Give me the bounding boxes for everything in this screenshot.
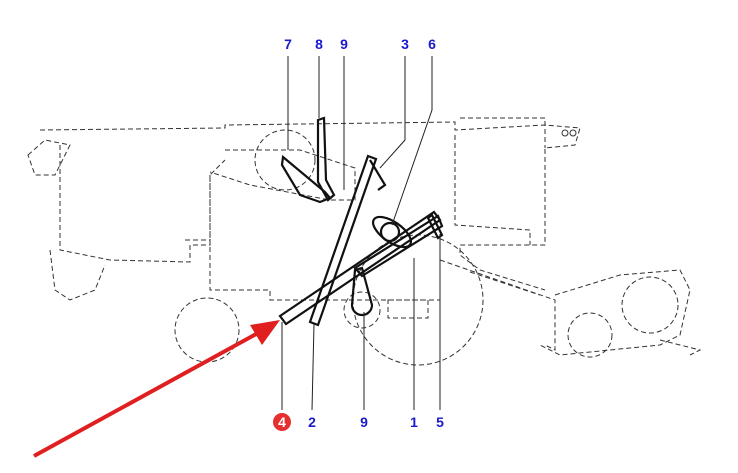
- label-3: 3: [401, 36, 409, 52]
- label-4-highlighted: 4: [273, 413, 291, 431]
- red-pointer-arrow-icon: [33, 320, 280, 458]
- belt-9: [350, 266, 374, 317]
- belt-1: [353, 214, 444, 278]
- label-6: 6: [428, 36, 436, 52]
- belt-5: [426, 213, 444, 240]
- label-5: 5: [436, 414, 444, 430]
- belts: [278, 116, 444, 327]
- label-9-top: 9: [340, 36, 348, 52]
- label-1: 1: [410, 414, 418, 430]
- label-9-bottom: 9: [360, 414, 368, 430]
- belt-8: [316, 116, 336, 202]
- belt-6: [371, 215, 413, 249]
- belt-2: [308, 154, 378, 327]
- leader-lines: [281, 56, 441, 411]
- belt-3: [369, 159, 387, 191]
- belt-7: [280, 154, 332, 204]
- label-7: 7: [284, 36, 292, 52]
- combine-outline: [27, 117, 702, 366]
- label-2: 2: [308, 414, 316, 430]
- label-8: 8: [315, 36, 323, 52]
